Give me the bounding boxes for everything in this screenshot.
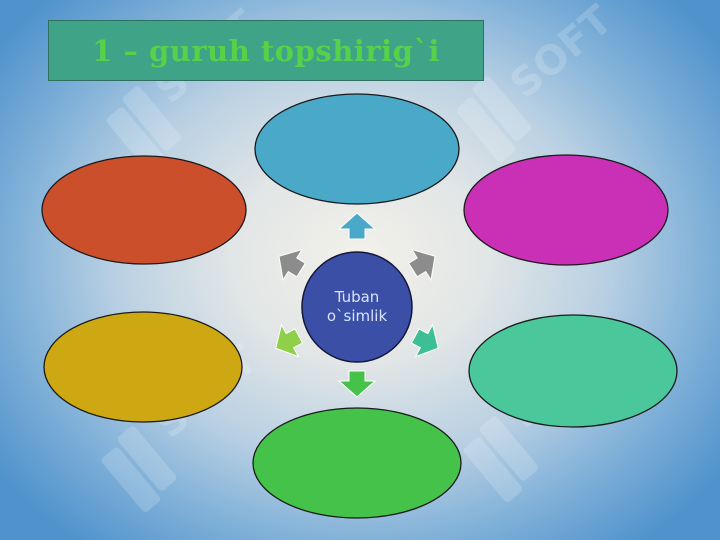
arrow-upper-right xyxy=(408,248,436,282)
ellipse-lower-right xyxy=(468,314,678,428)
arrow-down xyxy=(337,370,377,398)
arrow-up xyxy=(337,212,377,240)
center-label: Tuban o`simlik xyxy=(302,252,412,362)
title-box: 1 – guruh topshirig`i xyxy=(48,20,484,81)
arrow-upper-left xyxy=(278,248,306,282)
ellipse-top xyxy=(254,93,460,205)
watermark-text-2: SOFT xyxy=(502,0,622,108)
ellipse-bottom xyxy=(252,407,462,519)
slide-title: 1 – guruh topshirig`i xyxy=(92,33,440,68)
watermark-logo-3 xyxy=(100,424,178,514)
ellipse-upper-left xyxy=(41,155,247,265)
center-circle xyxy=(301,251,413,363)
center-label-line2: o`simlik xyxy=(326,307,388,325)
arrow-lower-left xyxy=(275,323,304,358)
arrow-lower-right xyxy=(410,323,439,358)
center-label-line1: Tuban xyxy=(334,288,380,306)
ellipse-lower-left xyxy=(43,311,243,423)
ellipse-upper-right xyxy=(463,154,669,266)
